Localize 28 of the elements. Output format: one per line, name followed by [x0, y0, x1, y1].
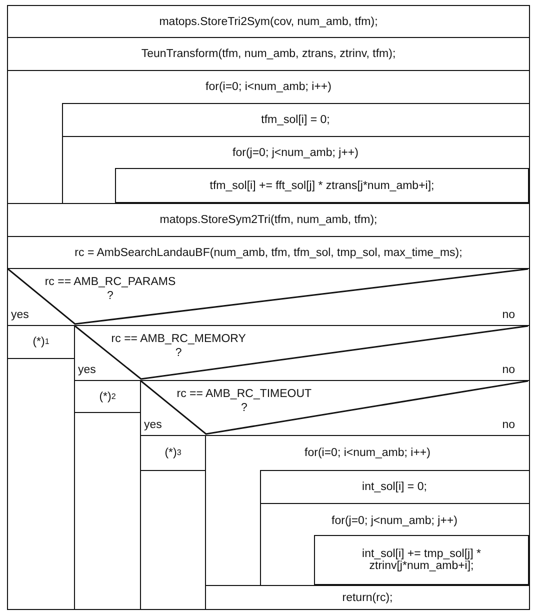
loop-header-text: for(j=0; j<num_amb; j++): [232, 146, 360, 160]
loop-block: [7, 70, 530, 204]
condition-text: rc == AMB_RC_MEMORY ?: [111, 332, 246, 360]
condition-text: rc == AMB_RC_TIMEOUT ?: [176, 387, 312, 415]
no-label: no: [502, 309, 515, 321]
condition-header: [74, 325, 530, 381]
loop-header-text: for(j=0; j<num_amb; j++): [330, 514, 458, 528]
statement-box: int_sol[i] = 0;: [260, 470, 530, 504]
loop-header-text: for(i=0; i<num_amb; i++): [204, 80, 332, 95]
statement-box: return(rc);: [205, 585, 530, 610]
yes-label: yes: [78, 364, 96, 376]
statement-box: matops.StoreSym2Tri(tfm, num_amb, tfm);: [7, 203, 530, 237]
loop-block: [260, 502, 530, 586]
yes-label: yes: [11, 309, 29, 321]
condition-header: [140, 380, 530, 436]
condition-text: rc == AMB_RC_PARAMS ?: [44, 275, 176, 303]
statement-box: tfm_sol[i] += fft_sol[j] * ztrans[j*num_amb+i];: [115, 168, 529, 203]
loop-header-text: for(i=0; i<num_amb; i++): [304, 446, 432, 461]
statement-box: matops.StoreTri2Sym(cov, num_amb, tfm);: [7, 5, 530, 38]
statement-box: int_sol[i] += tmp_sol[j] * ztrinv[j*num_amb+i];: [314, 535, 529, 585]
statement-box: tfm_sol[i] = 0;: [62, 102, 530, 136]
no-label: no: [502, 419, 515, 431]
statement-box: TeunTransform(tfm, num_amb, ztrans, ztrinv, tfm);: [7, 37, 530, 71]
statement-box: rc = AmbSearchLandauBF(num_amb, tfm, tfm_sol, tmp_sol, max_time_ms);: [7, 236, 530, 269]
loop-block: [62, 136, 530, 204]
yes-label: yes: [144, 419, 162, 431]
condition-header: [7, 268, 530, 326]
no-label: no: [502, 364, 515, 376]
